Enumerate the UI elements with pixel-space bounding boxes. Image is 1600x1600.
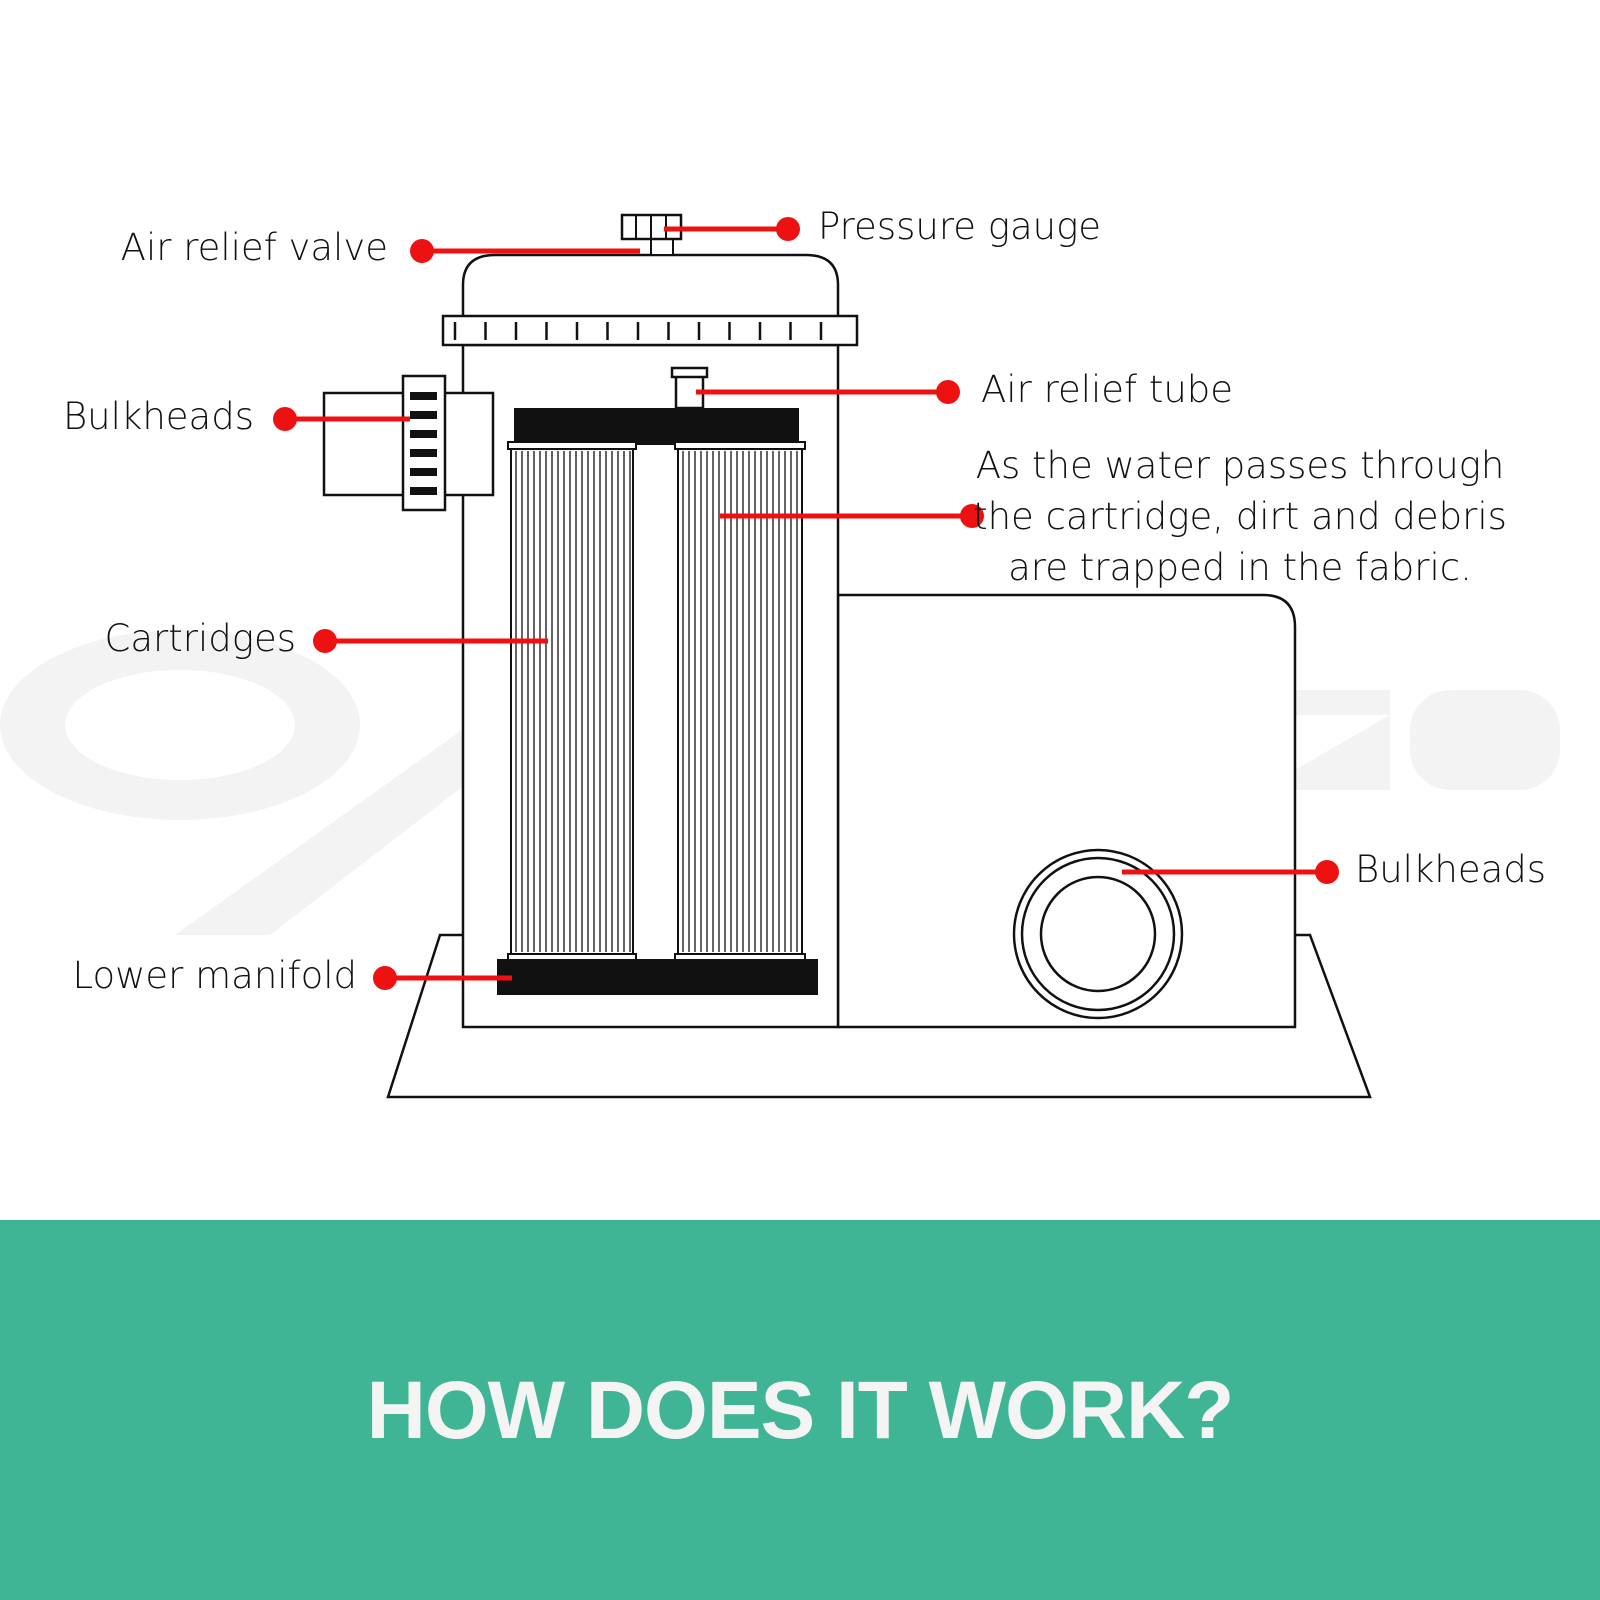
bottom-banner (0, 1220, 1600, 1600)
label-bulkheads-left: Bulkheads (62, 395, 254, 438)
cartridge-left (507, 441, 637, 962)
label-air-relief-tube: Air relief tube (981, 368, 1234, 411)
air-relief-tube-icon (670, 366, 709, 410)
left-bulkhead-icon (322, 374, 495, 512)
pump-housing (836, 593, 1297, 1029)
lock-ring (441, 314, 859, 347)
cartridge-description-line-3: are trapped in the fabric. (1008, 546, 1472, 589)
cartridge-description-line-1: As the water passes through (975, 444, 1505, 487)
leader-lines (273, 217, 1339, 990)
label-air-relief-valve: Air relief valve (120, 226, 388, 269)
label-cartridges: Cartridges (104, 617, 296, 660)
banner-title: HOW DOES IT WORK? (366, 1365, 1235, 1456)
pressure-gauge-icon (620, 213, 683, 256)
cartridge-description-line-2: the cartridge, dirt and debris (973, 495, 1507, 538)
cartridge-description: As the water passes through the cartridg… (960, 440, 1520, 593)
cartridge-right (674, 441, 806, 962)
label-bulkheads-right: Bulkheads (1355, 848, 1547, 891)
right-bulkhead-icon (1012, 848, 1184, 1020)
label-pressure-gauge: Pressure gauge (818, 205, 1102, 248)
filter-pump-diagram (0, 213, 1560, 1099)
upper-manifold (514, 408, 799, 445)
lower-manifold (497, 959, 818, 995)
label-lower-manifold: Lower manifold (72, 954, 357, 997)
tank-lid (461, 253, 840, 318)
